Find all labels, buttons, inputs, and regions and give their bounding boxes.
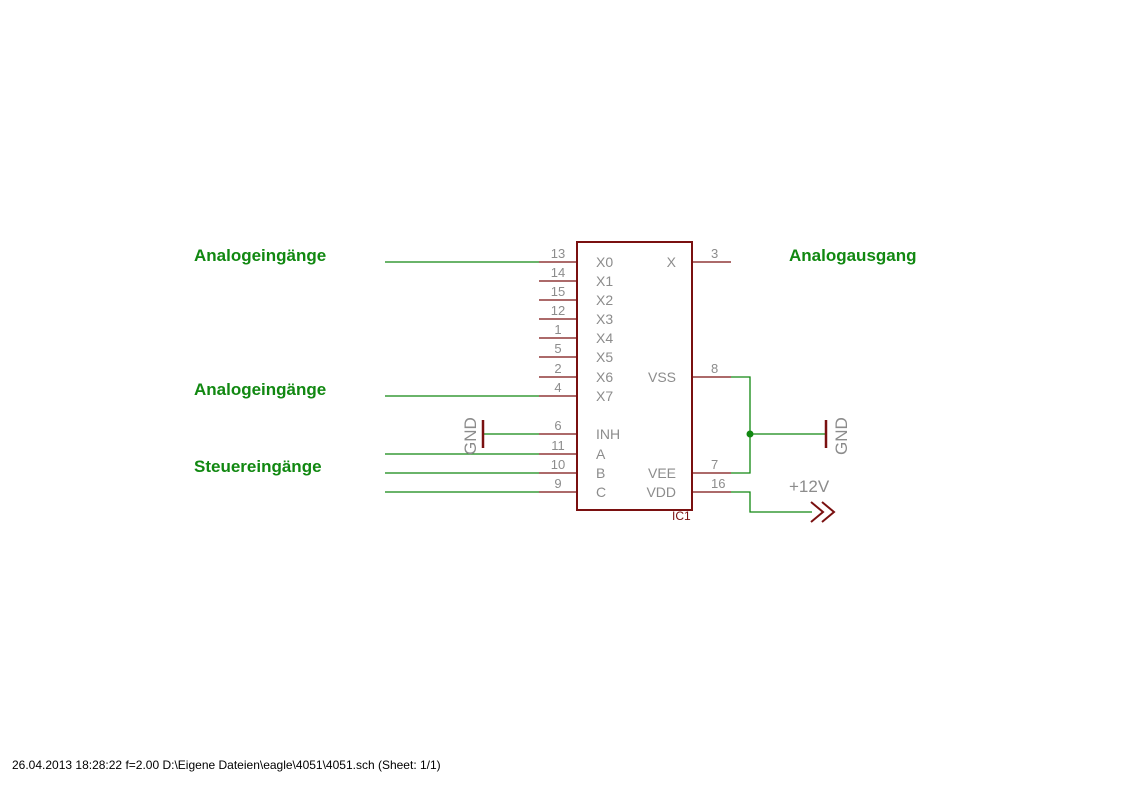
label-analog-inputs-top: Analogeingänge bbox=[194, 246, 326, 265]
pin-name-x1: X1 bbox=[596, 273, 613, 289]
pin-name-x7: X7 bbox=[596, 388, 613, 404]
vplus-arrow-1 bbox=[810, 501, 825, 523]
junction-dot bbox=[746, 430, 754, 438]
pin-name-x0: X0 bbox=[596, 254, 613, 270]
label-control-inputs: Steuereingänge bbox=[194, 457, 322, 476]
pin-number-x5: 5 bbox=[554, 341, 561, 356]
pin-number-vee: 7 bbox=[711, 457, 718, 472]
pin-number-x0: 13 bbox=[551, 246, 565, 261]
pin-number-x6: 2 bbox=[554, 361, 561, 376]
pin-name-vdd: VDD bbox=[646, 484, 676, 500]
pin-name-x4: X4 bbox=[596, 330, 613, 346]
label-analog-inputs-bottom: Analogeingänge bbox=[194, 380, 326, 399]
gnd-right-label: GND bbox=[832, 417, 851, 455]
wire-vss-vee bbox=[731, 376, 751, 474]
pin-name-vss: VSS bbox=[648, 369, 676, 385]
pin-number-vss: 8 bbox=[711, 361, 718, 376]
label-analog-output: Analogausgang bbox=[789, 246, 917, 265]
pin-number-x3: 12 bbox=[551, 303, 565, 318]
pin-number-a: 11 bbox=[551, 438, 565, 453]
pin-number-c: 9 bbox=[554, 476, 561, 491]
pin-number-b: 10 bbox=[551, 457, 565, 472]
gnd-left-label: GND bbox=[461, 417, 480, 455]
pin-name-x5: X5 bbox=[596, 349, 613, 365]
ic-body bbox=[576, 241, 693, 511]
vplus-label: +12V bbox=[789, 477, 830, 496]
pin-number-inh: 6 bbox=[554, 418, 561, 433]
pin-name-inh: INH bbox=[596, 426, 620, 442]
pin-number-x4: 1 bbox=[554, 322, 561, 337]
wire-vdd bbox=[731, 491, 812, 513]
pin-number-x2: 15 bbox=[551, 284, 565, 299]
pin-name-c: C bbox=[596, 484, 606, 500]
pin-number-vdd: 16 bbox=[711, 476, 725, 491]
ic-name: IC1 bbox=[672, 509, 691, 523]
pin-name-x2: X2 bbox=[596, 292, 613, 308]
vplus-arrow-2 bbox=[821, 501, 836, 523]
pin-name-x6: X6 bbox=[596, 369, 613, 385]
pin-name-x: X bbox=[667, 254, 677, 270]
pin-name-vee: VEE bbox=[648, 465, 676, 481]
pin-number-x7: 4 bbox=[554, 380, 561, 395]
pin-name-b: B bbox=[596, 465, 605, 481]
footer-info: 26.04.2013 18:28:22 f=2.00 D:\Eigene Dat… bbox=[12, 758, 441, 772]
pin-number-x1: 14 bbox=[551, 265, 565, 280]
pin-number-x: 3 bbox=[711, 246, 718, 261]
pin-name-x3: X3 bbox=[596, 311, 613, 327]
pin-name-a: A bbox=[596, 446, 606, 462]
